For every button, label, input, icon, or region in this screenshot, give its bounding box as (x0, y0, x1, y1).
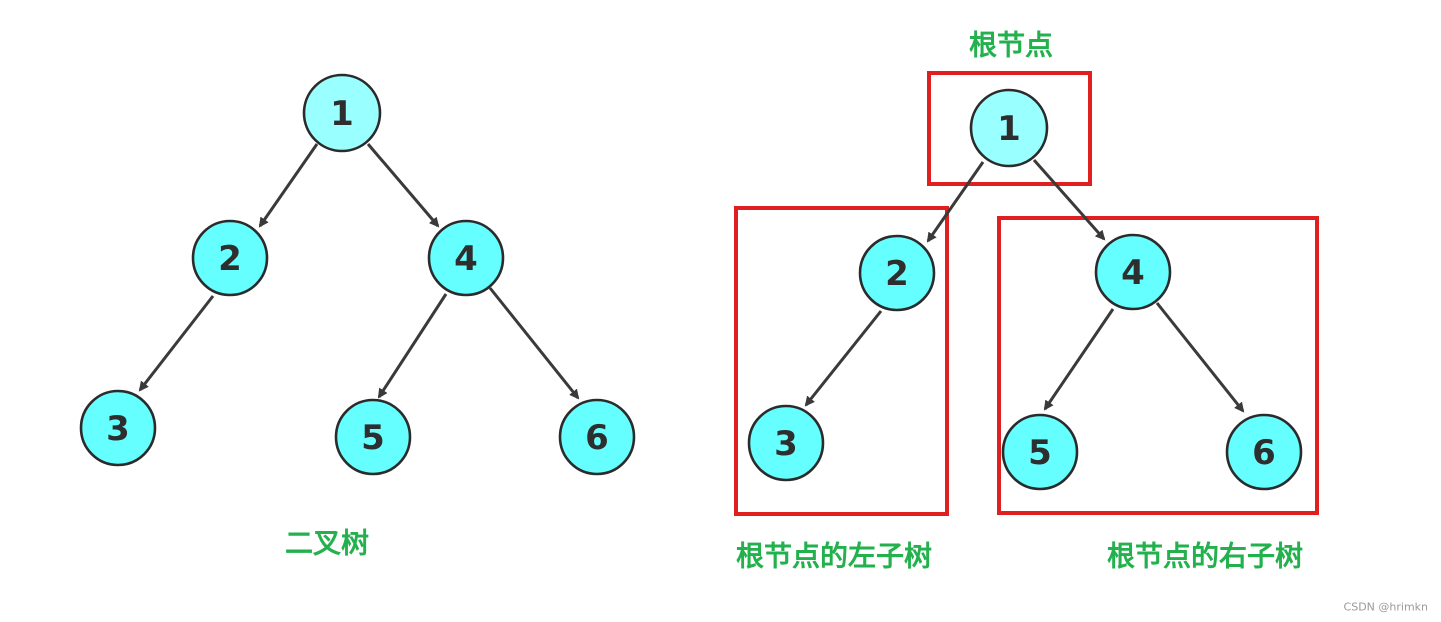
tree-node: 4 (1094, 233, 1172, 311)
tree-node: 1 (302, 73, 382, 153)
node-label: 4 (454, 239, 478, 279)
edge-4-to-6 (1155, 302, 1245, 413)
edge-4-to-5 (377, 293, 448, 399)
node-circle (1094, 233, 1172, 311)
left-tree-caption: 二叉树 (285, 527, 369, 560)
node-circle (427, 219, 505, 297)
root-caption: 根节点 (969, 29, 1053, 62)
node-label: 5 (1028, 433, 1052, 473)
node-circle (79, 389, 157, 467)
tree-node: 5 (1001, 413, 1079, 491)
root-highlight-box (927, 71, 1092, 186)
node-circle (302, 73, 382, 153)
edge-2-to-3 (138, 295, 215, 392)
edge-1-to-2 (258, 143, 319, 228)
tree-node: 1 (969, 88, 1049, 168)
edge-4-to-5 (1043, 308, 1115, 411)
watermark-text: CSDN @hrimkn (1344, 601, 1428, 614)
node-label: 6 (1252, 433, 1276, 473)
right-subtree-highlight-box (997, 216, 1319, 515)
node-label: 3 (106, 409, 130, 449)
edge-1-to-4 (366, 143, 440, 228)
node-circle (1225, 413, 1303, 491)
node-label: 2 (885, 254, 909, 294)
node-label: 1 (330, 94, 354, 134)
left-subtree-caption: 根节点的左子树 (736, 540, 932, 573)
node-label: 5 (361, 418, 385, 458)
node-label: 1 (997, 109, 1021, 149)
node-circle (1001, 413, 1079, 491)
node-circle (334, 398, 412, 476)
edge-2-to-3 (804, 310, 883, 407)
edge-1-to-4 (1032, 159, 1106, 241)
tree-node: 6 (558, 398, 636, 476)
node-label: 6 (585, 418, 609, 458)
left-binary-tree: 1 2 4 3 5 6 二叉树 (79, 73, 636, 560)
node-circle (558, 398, 636, 476)
tree-node: 2 (191, 219, 269, 297)
left-tree-edges (138, 143, 580, 400)
edge-1-to-2 (926, 161, 985, 243)
tree-node: 2 (858, 234, 936, 312)
tree-node: 3 (747, 404, 825, 482)
node-label: 3 (774, 424, 798, 464)
node-circle (858, 234, 936, 312)
tree-node: 4 (427, 219, 505, 297)
node-circle (969, 88, 1049, 168)
node-circle (747, 404, 825, 482)
tree-node: 5 (334, 398, 412, 476)
node-circle (191, 219, 269, 297)
node-label: 4 (1121, 253, 1145, 293)
node-label: 2 (218, 239, 242, 279)
right-tree-edges (804, 159, 1245, 413)
right-subtree-caption: 根节点的右子树 (1107, 540, 1303, 573)
left-subtree-highlight-box (734, 206, 949, 516)
right-binary-tree: 根节点 1 2 4 3 (734, 29, 1319, 573)
tree-node: 6 (1225, 413, 1303, 491)
tree-node: 3 (79, 389, 157, 467)
edge-4-to-6 (488, 287, 580, 400)
